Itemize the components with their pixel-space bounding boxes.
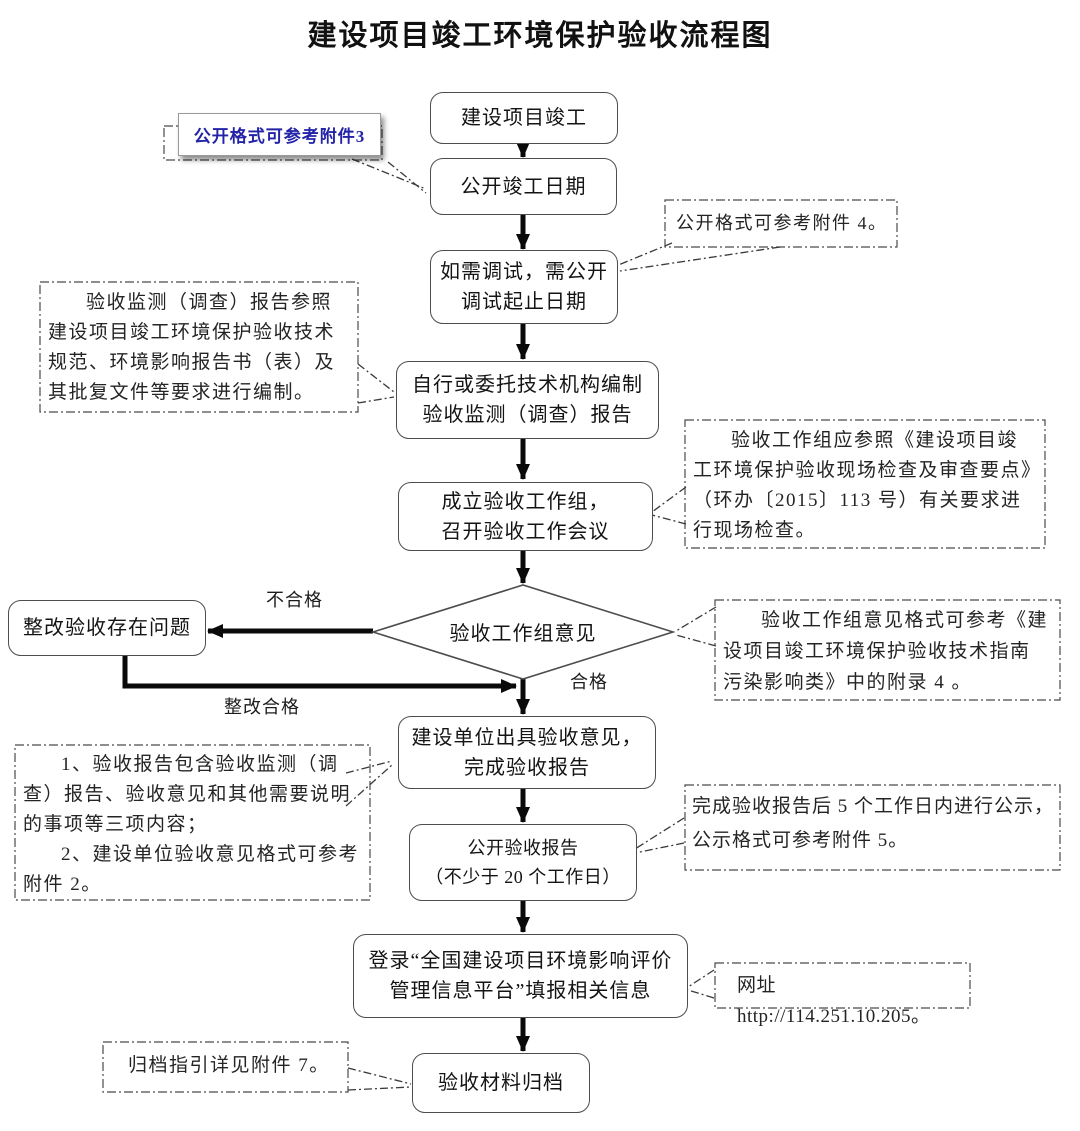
edge-label-fail: 不合格 (266, 590, 323, 610)
decision-diamond (370, 584, 676, 680)
annotation-border-report-basis (39, 281, 359, 413)
annotation-report-item-2: 2、建设单位验收意见格式可参考附件 2。 (23, 844, 360, 895)
flow-node-start: 建设项目竣工 (430, 92, 618, 144)
leader-lines-group (345, 158, 781, 1091)
annotation-attachment3-tag: 公开格式可参考附件3 (178, 113, 381, 156)
annotation-site-check: 验收工作组应参照《建设项目竣工环境保护验收现场检查及审查要点》（环办〔2015〕… (693, 430, 1033, 541)
annotation-attachment4: 公开格式可参考附件 4。 (676, 213, 888, 233)
annotation-border-publicity (684, 784, 1061, 871)
flow-node-form-workgroup: 成立验收工作组， 召开验收工作会议 (398, 482, 653, 551)
arrows-group (122, 142, 530, 1052)
annotation-report-items: 1、验收报告包含验收监测（调查）报告、验收意见和其他需要说明的事项等三项内容； … (23, 750, 361, 900)
flow-node-compile-report: 自行或委托技术机构编制 验收监测（调查）报告 (396, 361, 659, 439)
annotation-border-opinion-format (714, 599, 1061, 701)
edge-label-rectify-pass: 整改合格 (224, 697, 300, 717)
annotation-border-report-items (14, 744, 371, 901)
annotation-report-item-1: 1、验收报告包含验收监测（调查）报告、验收意见和其他需要说明的事项等三项内容； (23, 754, 352, 835)
page-title: 建设项目竣工环境保护验收流程图 (307, 20, 773, 52)
annotation-publicity: 完成验收报告后 5 个工作日内进行公示，公示格式可参考附件 5。 (692, 796, 1055, 851)
annotation-report-basis: 验收监测（调查）报告参照建设项目竣工环境保护验收技术规范、环境影响报告书（表）及… (48, 292, 336, 403)
annotation-attachment3-label: 公开格式可参考附件3 (193, 127, 366, 146)
annotation-archive-guide: 归档指引详见附件 7。 (128, 1055, 330, 1076)
annotation-border-site-check (684, 419, 1046, 549)
flow-node-publish-report: 公开验收报告 （不少于 20 个工作日） (409, 824, 637, 901)
rectify-return-arrow (122, 656, 517, 693)
flow-node-rectify: 整改验收存在问题 (8, 600, 206, 656)
flow-node-debug-dates: 如需调试，需公开 调试起止日期 (430, 250, 618, 324)
decision-label: 验收工作组意见 (449, 623, 597, 645)
flow-node-issue-opinion: 建设单位出具验收意见， 完成验收报告 (398, 716, 656, 789)
edge-label-pass: 合格 (570, 672, 608, 692)
annotation-border-attachment4 (664, 199, 898, 248)
annotation-opinion-format: 验收工作组意见格式可参考《建设项目竣工环境保护验收技术指南 污染影响类》中的附录… (723, 610, 1049, 693)
flow-node-publish-date: 公开竣工日期 (430, 158, 617, 215)
annotation-border-website (714, 962, 971, 1009)
annotation-website: 网址 http://114.251.10.205。 (737, 975, 931, 1027)
flow-node-archive: 验收材料归档 (412, 1053, 590, 1113)
annotation-border-archive-guide (102, 1041, 349, 1093)
flow-node-login-platform: 登录“全国建设项目环境影响评价 管理信息平台”填报相关信息 (353, 934, 688, 1018)
annotation-borders-group (14, 125, 1061, 1093)
